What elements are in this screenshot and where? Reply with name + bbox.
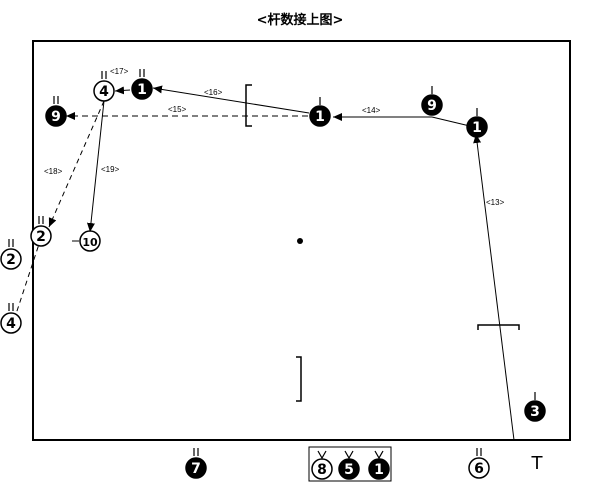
diagram-title: <杆数接上图> <box>257 12 344 28</box>
ball-circle <box>421 94 443 116</box>
ball-circle <box>468 457 490 479</box>
ball-number: 1 <box>472 120 482 136</box>
bracket-upper <box>245 84 252 127</box>
ball-number: 1 <box>315 109 325 125</box>
center-spot <box>297 238 303 244</box>
ball-circle <box>0 312 22 334</box>
ball-5: 5 <box>338 450 360 480</box>
ball-number: 10 <box>82 236 98 249</box>
ball-number: 2 <box>6 252 16 268</box>
ball-circle <box>524 400 546 422</box>
shot-16-line <box>152 85 310 114</box>
ball-6: 6 <box>468 448 490 479</box>
ball-number: 4 <box>99 84 109 100</box>
shot-18-extension <box>15 237 42 315</box>
ball-circle <box>93 80 115 102</box>
ball-number: 2 <box>36 229 46 245</box>
shot-13-label: <13> <box>486 198 505 207</box>
ball-number: 3 <box>530 404 540 420</box>
ball-group-box <box>308 446 392 482</box>
shot-13-line <box>473 133 515 441</box>
ball-number: 7 <box>191 461 201 477</box>
ball-number: 9 <box>51 109 61 125</box>
ball-2: 2 <box>30 216 52 247</box>
ball-number: 4 <box>6 316 16 332</box>
shot-17-label: <17> <box>110 67 129 76</box>
shot-18-line <box>48 100 105 228</box>
shot-14-label: <14> <box>362 106 381 115</box>
bracket-lower <box>296 356 302 402</box>
ball-4: 4 <box>93 71 115 102</box>
ball-10: 10 <box>79 230 101 252</box>
shot-15-label: <15> <box>168 105 187 114</box>
ball-mark <box>317 450 327 460</box>
ball-9: 9 <box>45 96 67 127</box>
balls-layer: 4 1 9 1 9 1 2 10 2 4 3 7 8 5 1 6 <box>0 69 546 482</box>
shot-19-label: <19> <box>101 165 120 174</box>
ball-1: 1 <box>131 69 153 100</box>
ball-2: 2 <box>0 239 22 270</box>
ball-number: 9 <box>427 98 437 114</box>
ball-4: 4 <box>0 303 22 334</box>
ball-1: 1 <box>309 97 331 127</box>
ball-9: 9 <box>421 86 443 116</box>
ball-number: 1 <box>137 82 147 98</box>
ball-1: 1 <box>466 108 488 138</box>
ball-circle <box>30 225 52 247</box>
ball-circle <box>185 457 207 479</box>
ball-mark <box>374 450 384 460</box>
ball-8: 8 <box>311 450 333 480</box>
ball-3: 3 <box>524 392 546 422</box>
ball-circle <box>466 116 488 138</box>
ball-number: 6 <box>474 461 484 477</box>
ball-1: 1 <box>368 450 390 480</box>
ball-number: 1 <box>374 462 384 478</box>
ball-circle <box>79 230 101 252</box>
ball-7: 7 <box>185 448 207 479</box>
ball-circle <box>131 78 153 100</box>
ball-mark <box>344 450 354 460</box>
ball-circle <box>0 248 22 270</box>
cue-marker: T <box>531 453 544 474</box>
ball-number: 5 <box>344 462 354 478</box>
ball-number: 8 <box>317 462 327 478</box>
shot-17-line <box>114 86 131 95</box>
shot-18-label: <18> <box>44 167 63 176</box>
shot-16-label: <16> <box>204 88 223 97</box>
bracket-right <box>477 324 520 330</box>
ball-circle <box>309 105 331 127</box>
shot-19-line <box>86 100 105 233</box>
ball-circle <box>45 105 67 127</box>
